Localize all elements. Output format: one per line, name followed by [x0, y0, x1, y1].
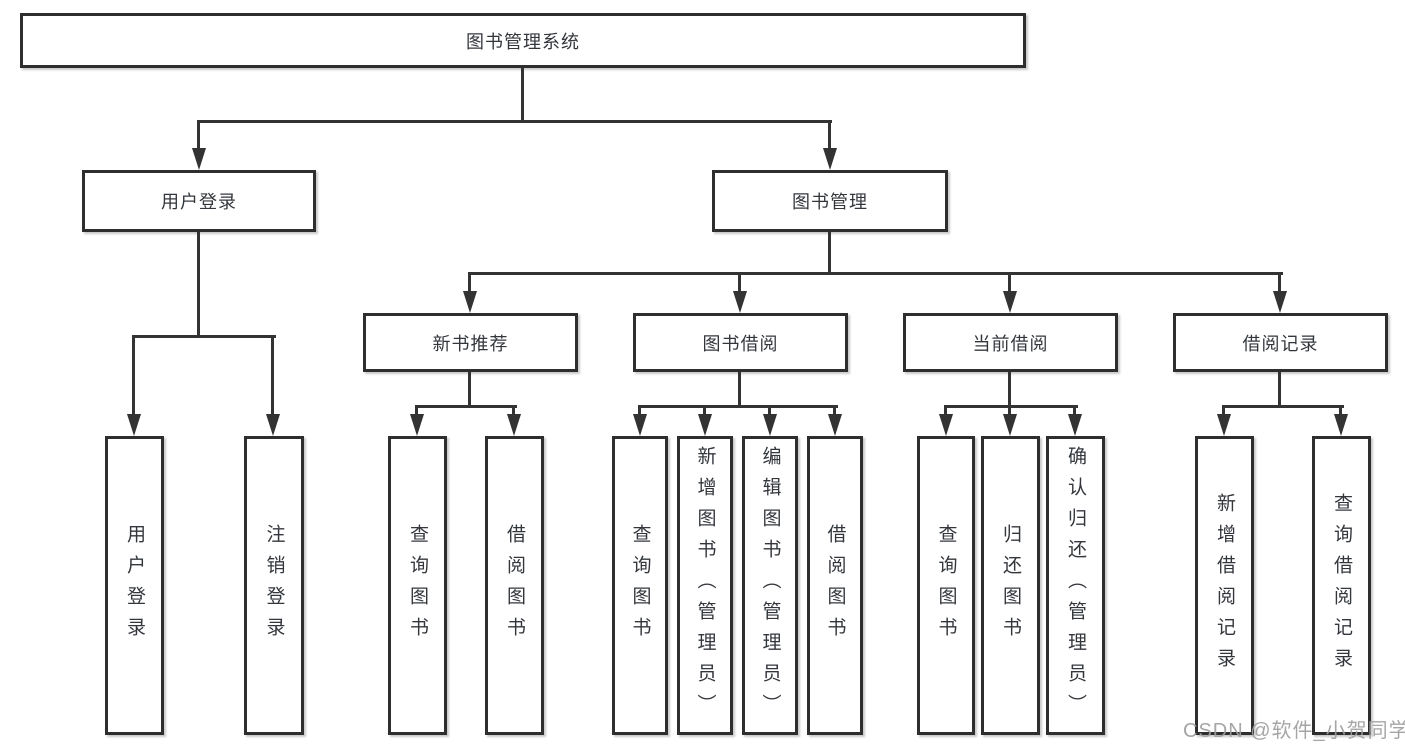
arrowhead-icon: [828, 414, 842, 436]
leaf-user-login: 用户登录: [105, 436, 164, 735]
connector-line: [944, 405, 1078, 408]
node-label: 图书借阅: [702, 333, 779, 354]
connector-line: [197, 232, 200, 336]
leaf-logout: 注销登录: [244, 436, 304, 735]
arrowhead-icon: [698, 414, 712, 436]
leaf-edit-books-admin: 编辑图书（管理员）: [742, 436, 798, 735]
arrowhead-icon: [410, 414, 424, 436]
connector-line: [468, 272, 471, 297]
connector-line: [521, 68, 524, 123]
node-label: 确认归还（管理员）: [1065, 446, 1086, 725]
leaf-borrow-books-1: 借阅图书: [485, 436, 544, 735]
arrowhead-icon: [1003, 291, 1017, 313]
arrowhead-icon: [507, 414, 521, 436]
node-label: 归还图书: [1000, 523, 1021, 648]
node-label: 用户登录: [161, 192, 237, 212]
node-new-book-recommend: 新书推荐: [363, 313, 578, 372]
node-label: 借阅记录: [1242, 333, 1319, 354]
arrowhead-icon: [192, 148, 206, 170]
arrowhead-icon: [939, 414, 953, 436]
connector-line: [1222, 405, 1344, 408]
node-label: 图书管理系统: [466, 31, 580, 52]
leaf-query-books-3: 查询图书: [917, 436, 975, 735]
connector-line: [197, 120, 832, 123]
arrowhead-icon: [763, 414, 777, 436]
node-label: 查询借阅记录: [1331, 492, 1352, 679]
node-label: 新增图书（管理员）: [694, 446, 716, 725]
connector-line: [468, 272, 1283, 275]
connector-line: [828, 232, 831, 275]
node-book-management: 图书管理: [712, 170, 948, 232]
connector-line: [738, 272, 741, 297]
leaf-add-books-admin: 新增图书（管理员）: [677, 436, 733, 735]
node-label: 图书管理: [792, 192, 868, 212]
arrowhead-icon: [1334, 414, 1348, 436]
arrowhead-icon: [127, 414, 141, 436]
connector-line: [638, 405, 838, 408]
connector-line: [415, 405, 517, 408]
connector-line: [132, 335, 276, 338]
arrowhead-icon: [266, 414, 280, 436]
node-label: 用户登录: [124, 523, 145, 648]
connector-line: [132, 335, 135, 420]
watermark-text: CSDN @软件_小贺同学: [1183, 720, 1405, 742]
connector-line: [271, 335, 274, 420]
connector-line: [828, 120, 831, 160]
node-borrow-records: 借阅记录: [1173, 313, 1388, 372]
connector-line: [197, 120, 200, 160]
arrowhead-icon: [633, 414, 647, 436]
arrowhead-icon: [823, 148, 837, 170]
node-label: 查询图书: [629, 523, 651, 648]
arrowhead-icon: [1068, 414, 1082, 436]
arrowhead-icon: [1273, 291, 1287, 313]
leaf-return-books: 归还图书: [981, 436, 1040, 735]
node-label: 新书推荐: [432, 333, 509, 354]
node-label: 查询图书: [407, 523, 428, 648]
node-label: 借阅图书: [504, 523, 525, 648]
connector-line: [1278, 372, 1281, 408]
connector-line: [738, 372, 741, 408]
connector-line: [1008, 372, 1011, 408]
leaf-confirm-return-admin: 确认归还（管理员）: [1046, 436, 1105, 735]
connector-line: [468, 372, 471, 408]
leaf-borrow-books-2: 借阅图书: [807, 436, 863, 735]
node-label: 注销登录: [263, 523, 285, 648]
node-book-borrow: 图书借阅: [633, 313, 848, 372]
node-label: 新增借阅记录: [1214, 492, 1235, 679]
node-label: 借阅图书: [824, 523, 846, 648]
connector-line: [1278, 272, 1281, 297]
leaf-query-books-2: 查询图书: [612, 436, 668, 735]
arrowhead-icon: [1217, 414, 1231, 436]
node-current-borrow: 当前借阅: [903, 313, 1118, 372]
arrowhead-icon: [463, 291, 477, 313]
arrowhead-icon: [1003, 414, 1017, 436]
node-label: 当前借阅: [972, 333, 1049, 354]
node-root: 图书管理系统: [20, 13, 1026, 68]
leaf-add-borrow-record: 新增借阅记录: [1195, 436, 1254, 735]
leaf-query-books-1: 查询图书: [388, 436, 447, 735]
arrowhead-icon: [733, 291, 747, 313]
connector-line: [1008, 272, 1011, 297]
leaf-query-borrow-record: 查询借阅记录: [1312, 436, 1371, 735]
node-label: 编辑图书（管理员）: [759, 446, 781, 725]
node-label: 查询图书: [935, 523, 957, 648]
node-user-login: 用户登录: [82, 170, 316, 232]
